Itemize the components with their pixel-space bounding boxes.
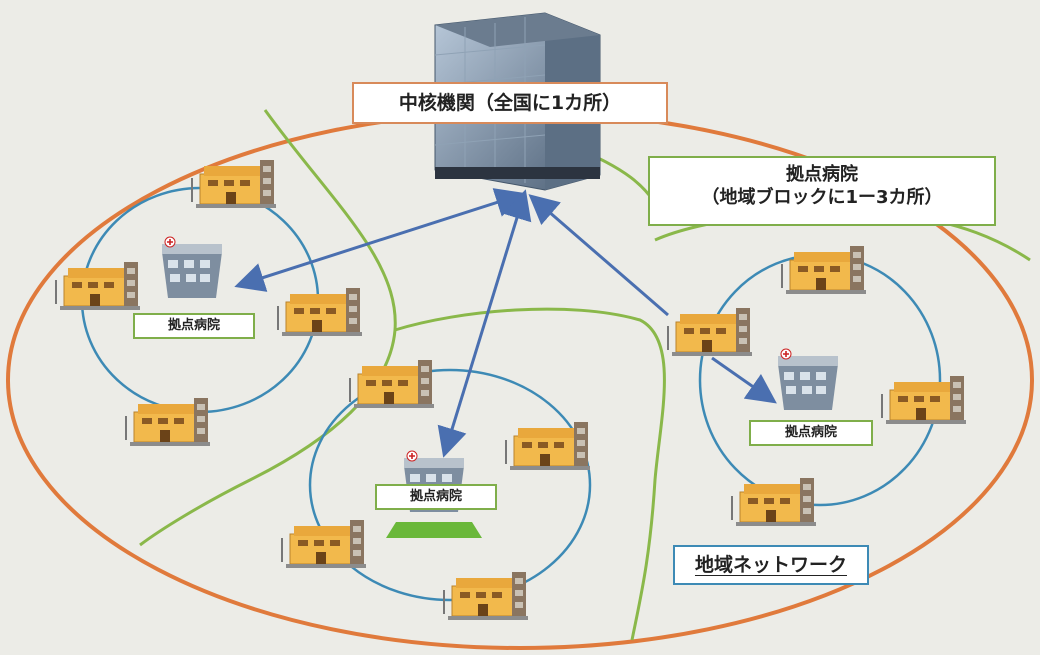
regional-hub-description: 拠点病院 （地域ブロックに1ー3カ所） (648, 156, 996, 226)
hub-hospital-label-east: 拠点病院 (749, 420, 873, 446)
hub-hospital-label-west: 拠点病院 (133, 313, 255, 339)
arrow-central-hub2 (437, 189, 532, 458)
clinic-building-icon (277, 287, 363, 337)
arrow-hub3-central (528, 194, 669, 317)
clinic-building-icon (191, 159, 277, 209)
clinic-building-icon (881, 375, 967, 425)
regional-hub-title: 拠点病院 (786, 164, 858, 185)
regional-hub-subtitle: （地域ブロックに1ー3カ所） (701, 186, 943, 208)
clinic-building-icon (125, 397, 211, 447)
regional-network-label: 地域ネットワーク (673, 545, 869, 585)
hospital-icon (386, 450, 482, 538)
clinic-building-icon (55, 261, 141, 311)
clinic-building-icon (667, 307, 753, 357)
regional-network-text: 地域ネットワーク (694, 554, 847, 576)
central-institution-label: 中核機関（全国に1カ所） (352, 82, 668, 124)
hospital-icon (161, 236, 223, 299)
clinic-building-icon (505, 421, 591, 471)
clinic-building-icon (281, 519, 367, 569)
connection-arrows (234, 188, 777, 458)
clinic-building-icon (781, 245, 867, 295)
arrow-central-hub1 (234, 188, 526, 292)
clinic-building-icon (349, 359, 435, 409)
clinic-building-icon (443, 571, 529, 621)
arrow-clinic-hub3 (711, 356, 777, 404)
clinic-building-icon (731, 477, 817, 527)
hub-hospital-label-south: 拠点病院 (375, 484, 497, 510)
